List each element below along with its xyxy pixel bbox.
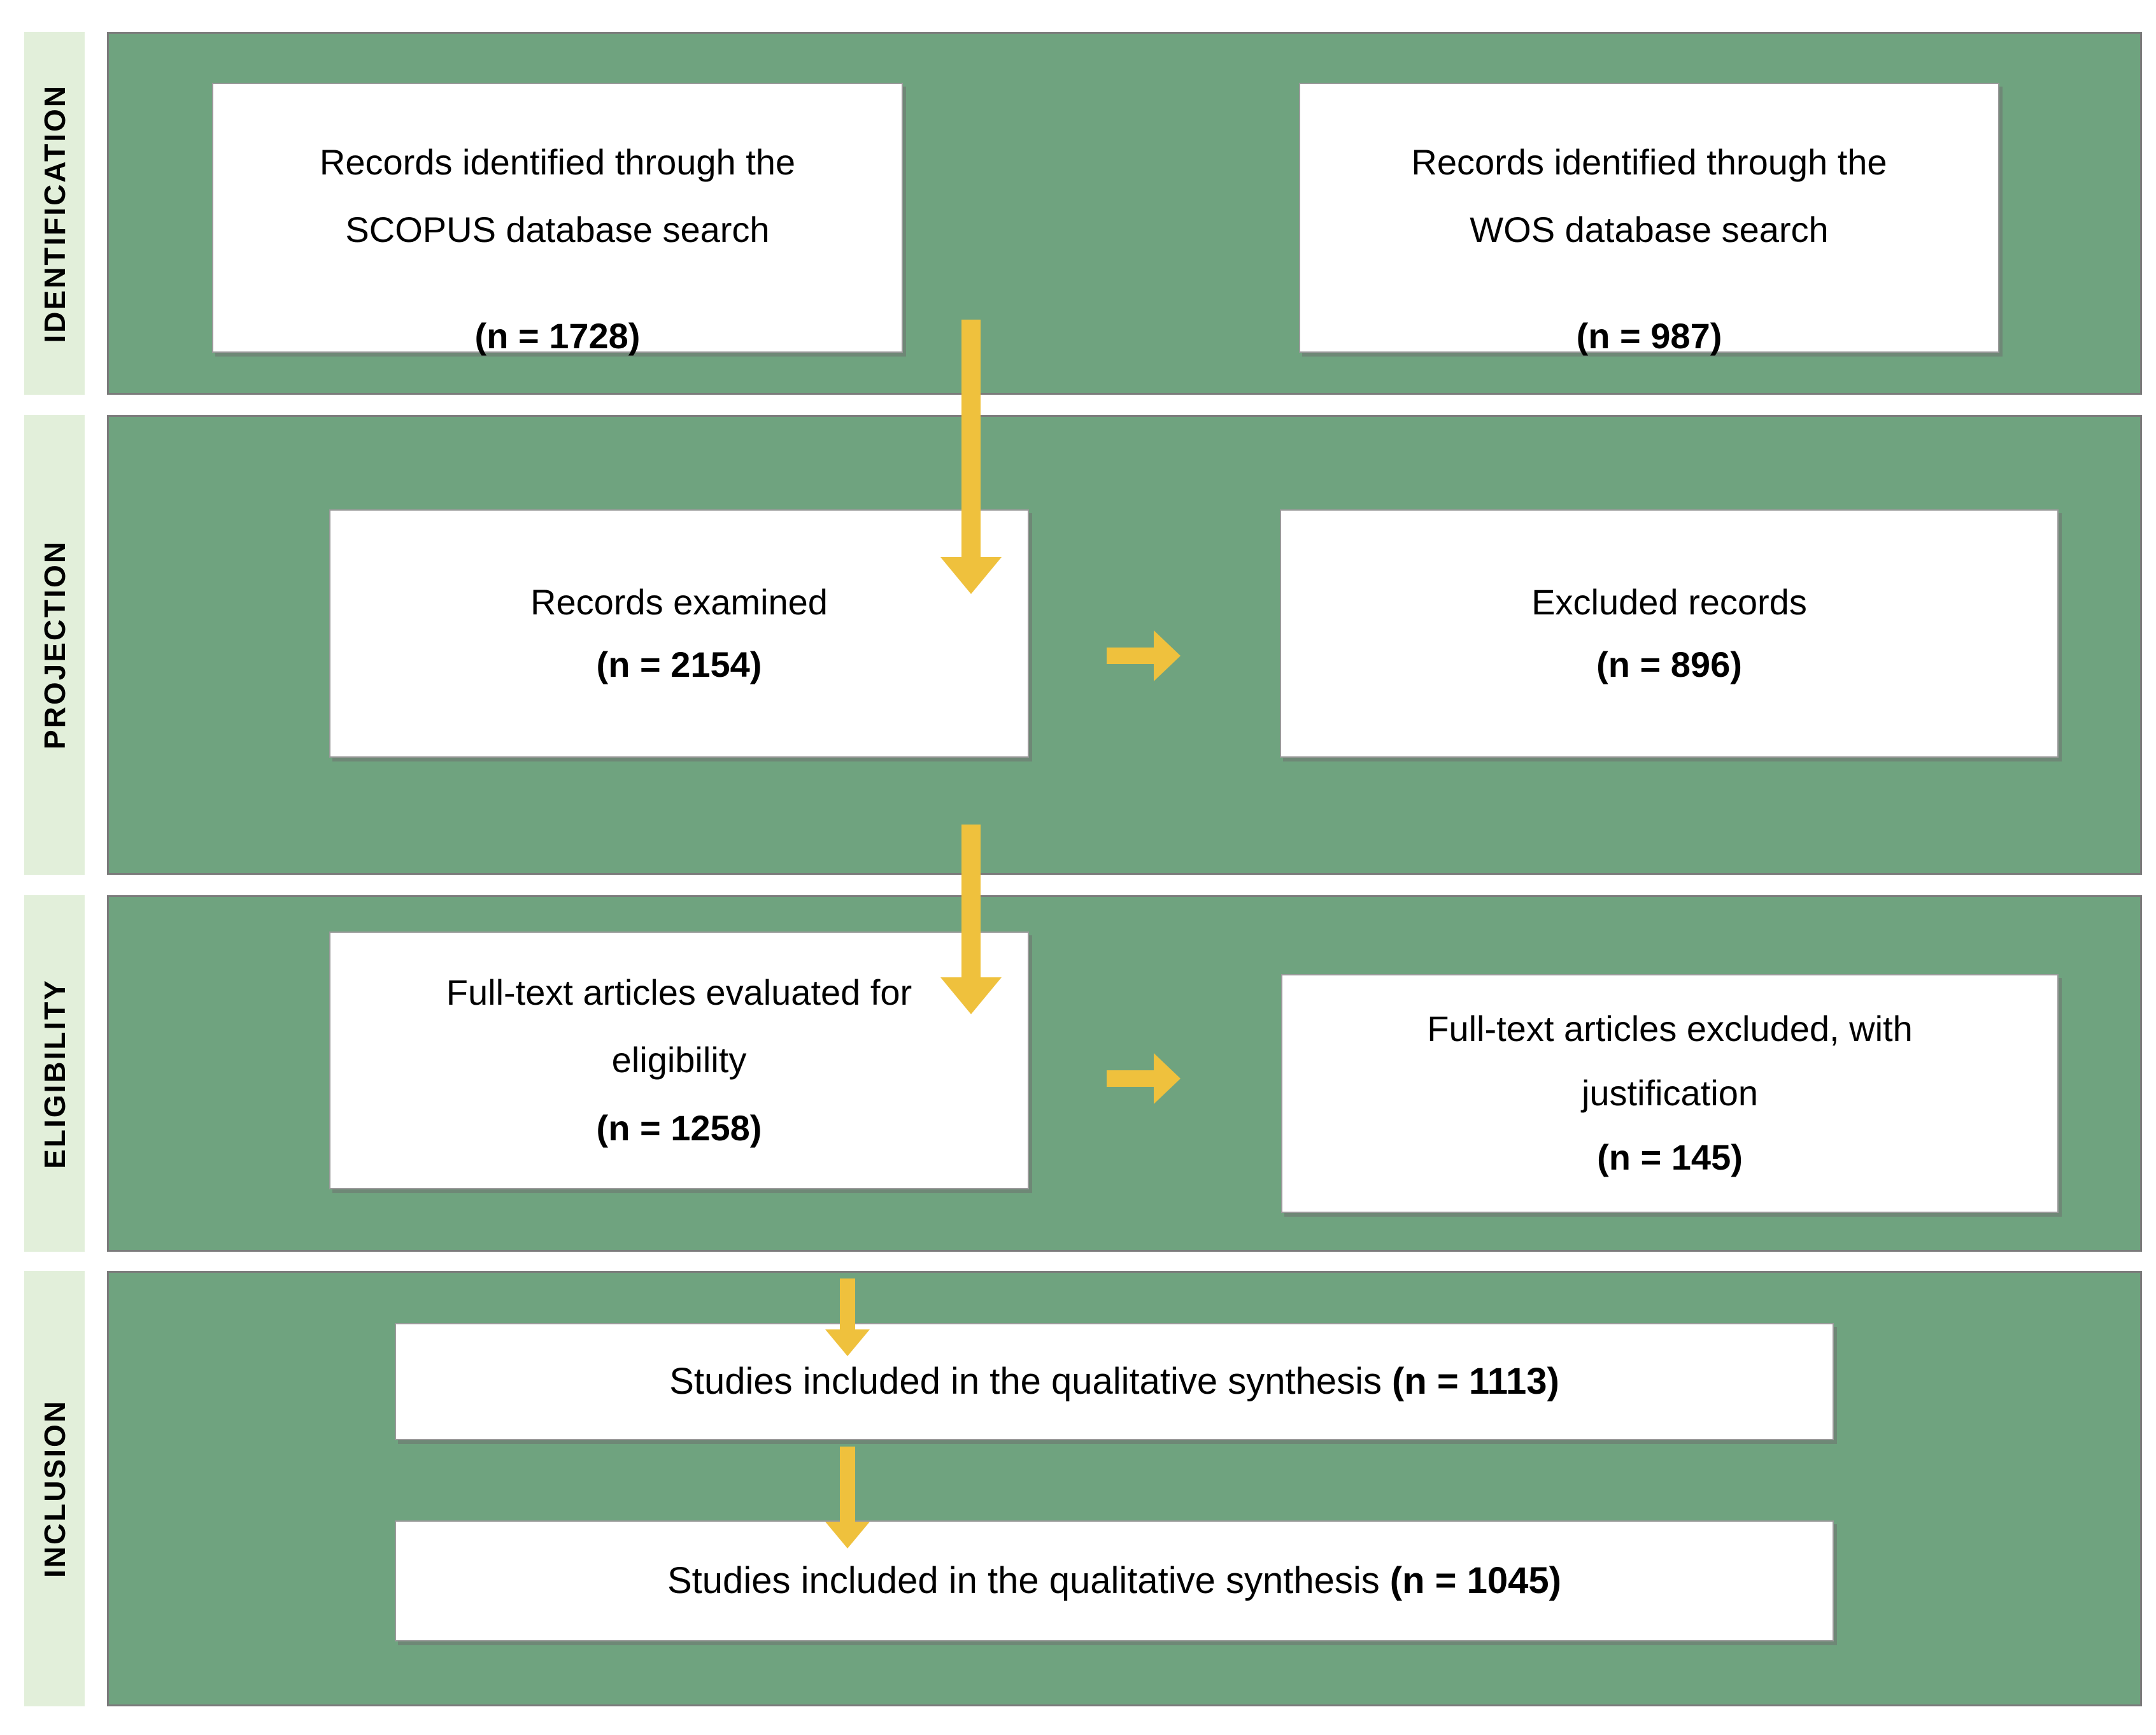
stage-label-text: INCLUSION — [38, 1399, 71, 1578]
down-arrow-head-icon — [940, 557, 1002, 594]
box-title-line1: Full-text articles evaluated for — [446, 972, 912, 1012]
record-count: (n = 1045) — [1389, 1560, 1561, 1602]
box-title-line2: SCOPUS database search — [345, 209, 770, 250]
right-arrow-icon — [1107, 1070, 1154, 1087]
down-arrow-icon — [961, 320, 981, 557]
record-count: (n = 1113) — [1392, 1361, 1559, 1403]
sidebar-label-inclusion: INCLUSION — [24, 1271, 85, 1706]
scopus-records-box: Records identified through the SCOPUS da… — [212, 83, 903, 356]
record-count: (n = 987) — [1576, 315, 1722, 356]
down-arrow-icon — [840, 1278, 855, 1329]
sidebar-label-eligibility: ELIGIBILITY — [24, 895, 85, 1252]
record-count: (n = 896) — [1596, 644, 1742, 684]
right-arrow-head-icon — [1154, 1053, 1181, 1104]
wos-records-box: Records identified through the WOS datab… — [1299, 83, 1999, 356]
fulltext-excluded-box: Full-text articles excluded, with justif… — [1281, 974, 2059, 1213]
sidebar-label-identification: IDENTIFICATION — [24, 32, 85, 395]
right-arrow-head-icon — [1154, 630, 1181, 681]
records-examined-box: Records examined (n = 2154) — [329, 509, 1029, 758]
sidebar-label-projection: PROJECTION — [24, 415, 85, 875]
fulltext-evaluated-box: Full-text articles evaluated for eligibi… — [329, 931, 1029, 1189]
box-title: Full-text articles evaluated for eligibi… — [446, 959, 912, 1094]
stage-label-text: PROJECTION — [38, 540, 71, 750]
record-count: (n = 145) — [1597, 1137, 1743, 1177]
box-title: Full-text articles excluded, with justif… — [1427, 997, 1913, 1126]
excluded-records-box: Excluded records (n = 896) — [1280, 509, 2059, 758]
box-title-line2: justification — [1581, 1073, 1758, 1114]
record-count: (n = 1728) — [474, 315, 641, 356]
qualitative-synthesis-box-1: Studies included in the qualitative synt… — [395, 1323, 1834, 1440]
down-arrow-icon — [961, 825, 981, 977]
box-title: Records examined — [530, 582, 828, 622]
down-arrow-head-icon — [940, 977, 1002, 1014]
record-count: (n = 2154) — [596, 644, 762, 684]
box-title-line2: WOS database search — [1470, 209, 1829, 250]
box-title-line1: Records identified through the — [1411, 142, 1887, 182]
box-title-line2: eligibility — [611, 1040, 747, 1080]
record-count: (n = 1258) — [596, 1107, 762, 1148]
down-arrow-icon — [840, 1447, 855, 1522]
box-title: Records identified through the WOS datab… — [1411, 129, 1887, 264]
down-arrow-head-icon — [825, 1522, 870, 1548]
box-title-line1: Full-text articles excluded, with — [1427, 1009, 1913, 1049]
down-arrow-head-icon — [825, 1329, 870, 1356]
box-title: Studies included in the qualitative synt… — [667, 1560, 1380, 1602]
qualitative-synthesis-box-2: Studies included in the qualitative synt… — [395, 1520, 1834, 1641]
box-title: Studies included in the qualitative synt… — [669, 1361, 1382, 1403]
box-title: Excluded records — [1531, 582, 1807, 622]
right-arrow-icon — [1107, 648, 1154, 664]
stage-label-text: ELIGIBILITY — [38, 978, 71, 1169]
stage-label-text: IDENTIFICATION — [38, 83, 71, 343]
box-title: Records identified through the SCOPUS da… — [320, 129, 795, 264]
box-title-line1: Records identified through the — [319, 142, 796, 182]
